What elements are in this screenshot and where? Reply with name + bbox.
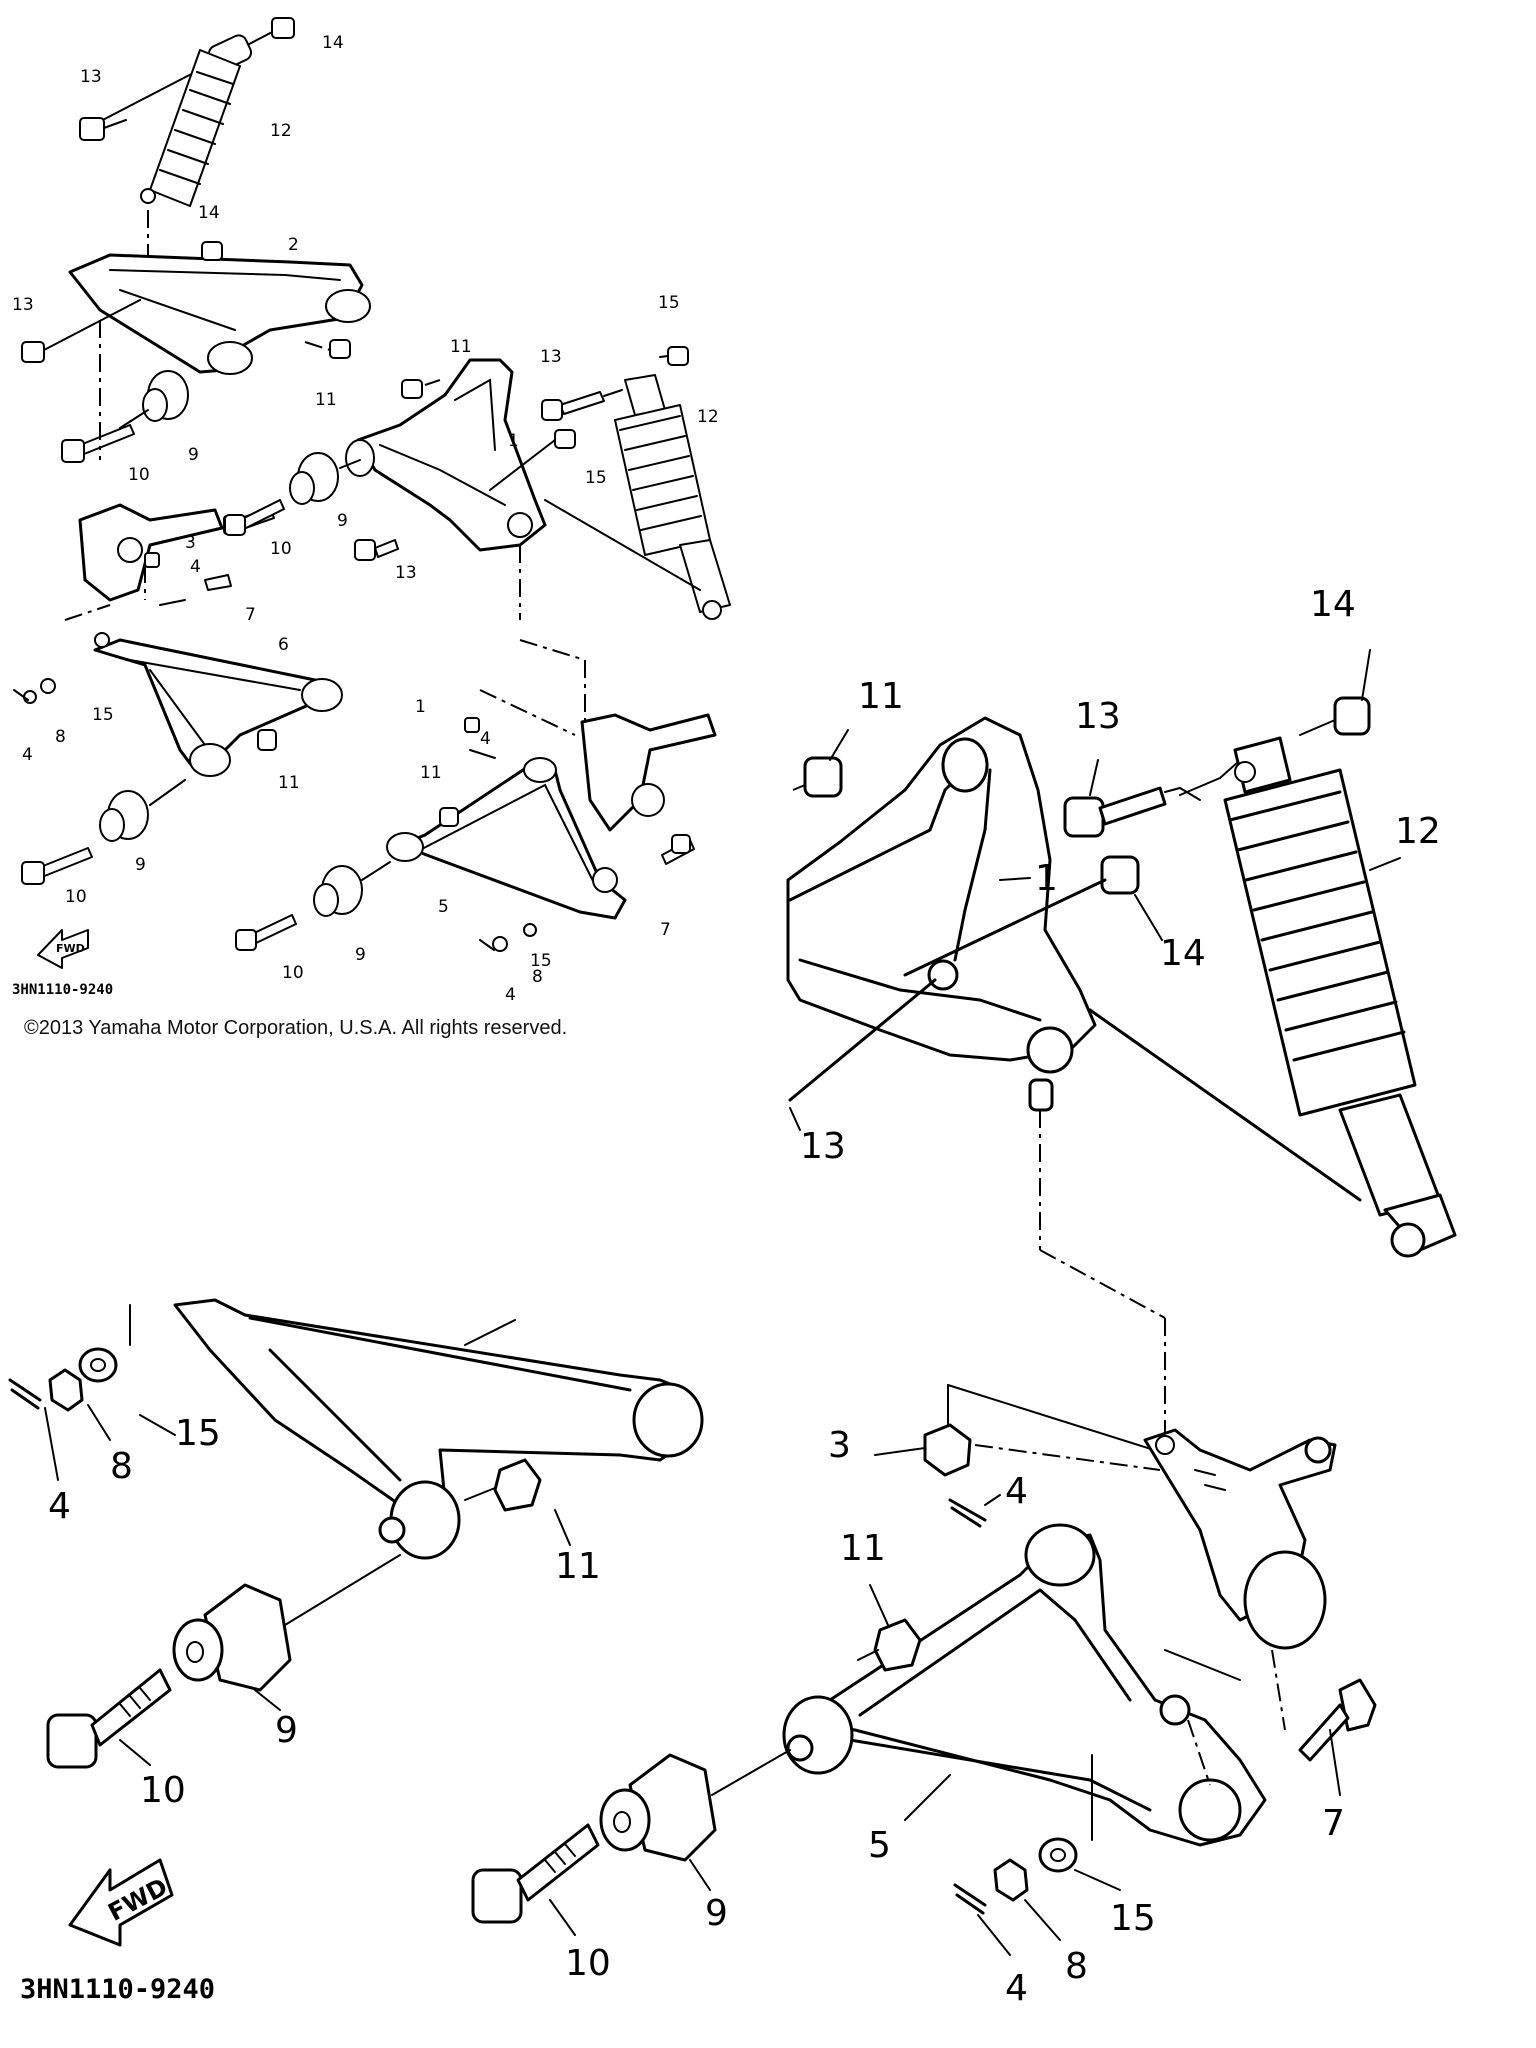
callout: 10 — [140, 1770, 186, 1811]
callout: 11 — [858, 676, 904, 717]
overview-fwd-label: FWD — [56, 942, 85, 955]
callout: 1 — [1035, 858, 1058, 899]
callout: 4 — [480, 729, 491, 749]
callout: 4 — [22, 745, 33, 765]
callout: 15 — [92, 705, 114, 725]
detail-fwd-arrow: FWD — [68, 1858, 174, 1947]
overview-diagram: FWD 3HN1110-9240 13 14 12 14 2 13 11 9 1… — [12, 17, 731, 1005]
callout: 3 — [828, 1425, 851, 1466]
callout: 9 — [135, 855, 146, 875]
callout: 4 — [48, 1486, 71, 1527]
callout: 9 — [275, 1710, 298, 1751]
callout: 10 — [128, 465, 150, 485]
callout: 15 — [658, 293, 680, 313]
callout: 9 — [337, 511, 348, 531]
callout: 1 — [508, 431, 519, 451]
shock-absorber-12-detail — [1088, 736, 1457, 1258]
callout: 1 — [415, 697, 426, 717]
callout: 14 — [1160, 933, 1206, 974]
overview-lower-arm-6 — [13, 632, 343, 777]
callout: 8 — [55, 727, 66, 747]
overview-upper-arm-1 — [345, 358, 576, 620]
overview-bushing-bolt-lower-left — [21, 779, 186, 885]
detail-drawing-code: 3HN1110-9240 — [20, 1974, 215, 2005]
callout: 4 — [1005, 1968, 1028, 2009]
callout: 15 — [585, 468, 607, 488]
callout: 9 — [355, 945, 366, 965]
callout: 10 — [270, 539, 292, 559]
callout: 5 — [438, 897, 449, 917]
callout: 15 — [1110, 1898, 1156, 1939]
callout: 11 — [315, 390, 337, 410]
detail-lower: FWD 3HN1110-9240 — [8, 1298, 1377, 2009]
callout: 8 — [110, 1446, 133, 1487]
overview-bushing-bolt-lower-mid — [235, 861, 391, 951]
callout: 12 — [1395, 811, 1441, 852]
overview-lower-arm-5 — [386, 757, 627, 952]
callout: 4 — [190, 557, 201, 577]
callout: 10 — [282, 963, 304, 983]
callout: 7 — [660, 920, 671, 940]
callout: 4 — [1005, 1471, 1028, 1512]
overview-upper-arm-2 — [21, 241, 371, 375]
callout: 14 — [198, 203, 220, 223]
overview-drawing-code: 3HN1110-9240 — [12, 982, 113, 998]
callout: 10 — [565, 1943, 611, 1984]
callout: 11 — [278, 773, 300, 793]
callout: 14 — [322, 33, 344, 53]
nut-11-detail — [803, 756, 843, 798]
callout: 14 — [1310, 584, 1356, 625]
callout: 13 — [80, 67, 102, 87]
callout: 12 — [697, 407, 719, 427]
callout: 13 — [395, 563, 417, 583]
overview-bushing-bolt-mid — [224, 452, 361, 536]
callout: 13 — [540, 347, 562, 367]
callout: 3 — [185, 533, 196, 553]
overview-fwd-arrow: FWD — [37, 929, 89, 969]
callout: 11 — [555, 1546, 601, 1587]
callout: 11 — [840, 1528, 886, 1569]
callout: 5 — [868, 1825, 891, 1866]
callout: 7 — [1322, 1803, 1345, 1844]
callout: 10 — [65, 887, 87, 907]
overview-steering-knuckle-right — [464, 639, 717, 865]
callout: 9 — [705, 1893, 728, 1934]
callout: 8 — [1065, 1946, 1088, 1987]
callout: 6 — [278, 635, 289, 655]
callout: 13 — [12, 295, 34, 315]
callout: 13 — [1075, 696, 1121, 737]
overview-bushing-bolt-upper-left — [61, 320, 189, 463]
callout: 15 — [175, 1413, 221, 1454]
callout: 8 — [532, 967, 543, 987]
overview-callouts: 13 14 12 14 2 13 11 9 10 11 15 13 12 1 1… — [12, 33, 719, 1005]
callout: 15 — [530, 951, 552, 971]
overview-shock-absorber-right — [541, 346, 731, 620]
callout: 12 — [270, 121, 292, 141]
copyright-notice: ©2013 Yamaha Motor Corporation, U.S.A. A… — [24, 1017, 568, 1039]
callout: 11 — [420, 763, 442, 783]
callout: 9 — [188, 445, 199, 465]
detail-upper-right: 11 13 14 12 1 14 13 — [786, 584, 1457, 1435]
callout: 7 — [245, 605, 256, 625]
callout: 13 — [800, 1126, 846, 1167]
callout: 4 — [505, 985, 516, 1005]
callout: 2 — [288, 235, 299, 255]
callout: 11 — [450, 337, 472, 357]
